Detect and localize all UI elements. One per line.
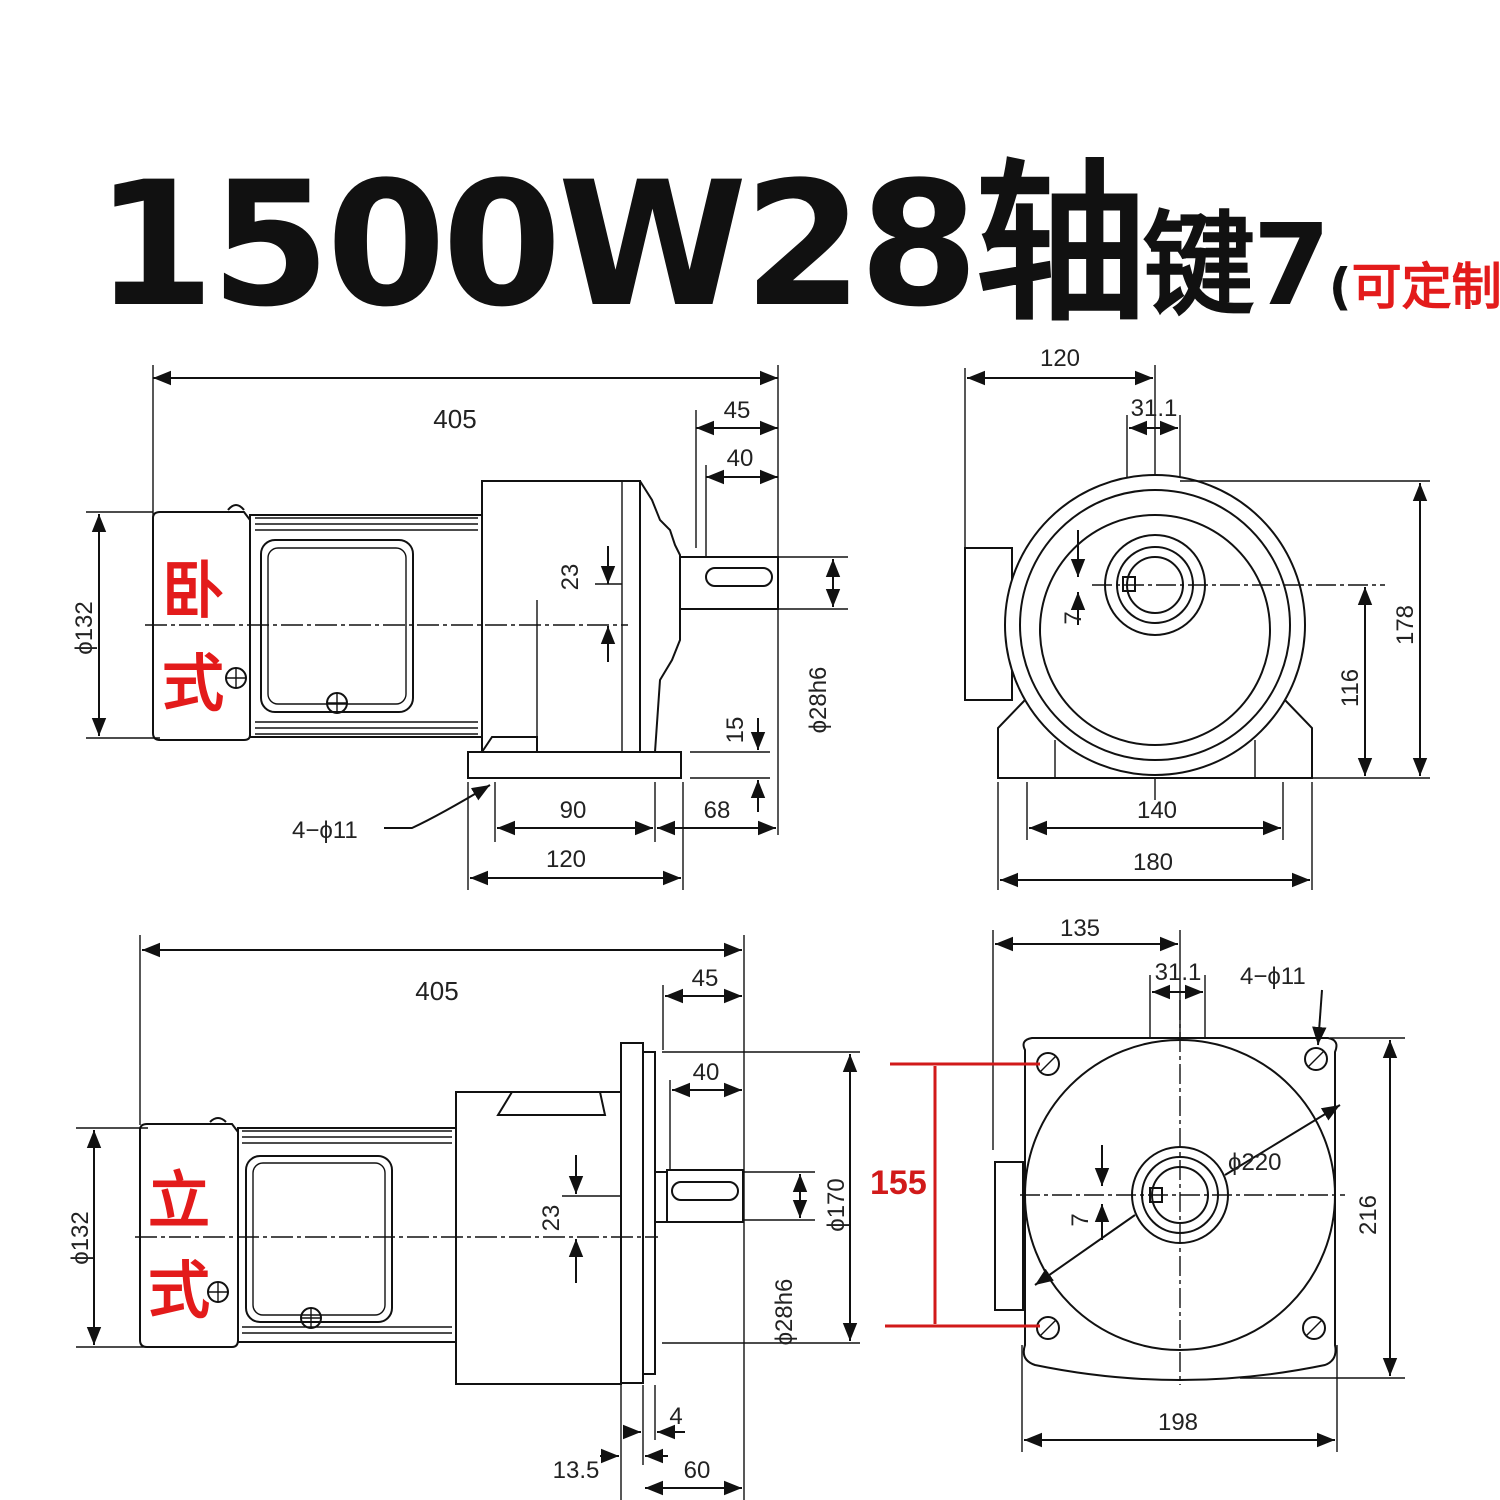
mount-hole-bl	[1036, 1316, 1060, 1340]
gearbox-base	[467, 751, 682, 779]
dim-v-shaft-offset: 23	[538, 1205, 565, 1232]
dim-front-key-height: 31.1	[1131, 395, 1178, 422]
dim-hole-pitch: 140	[1137, 797, 1177, 824]
dim-mount-holes: 4−ϕ11	[292, 817, 358, 844]
gearbox-housing	[481, 480, 641, 753]
dim-base-length: 120	[546, 846, 586, 873]
dim-motor-diameter: ϕ132	[71, 601, 98, 654]
vertical-side-view: 405 45 40 ϕ132	[67, 935, 860, 1500]
dim-v-front-key-height: 31.1	[1155, 959, 1202, 986]
dim-v-shaft-diameter: ϕ28h6	[771, 1279, 798, 1346]
dim-key-length: 40	[727, 445, 754, 472]
label-horizontal-2: 式	[162, 647, 224, 720]
product-title: 1500W28轴键7(可定制)	[95, 150, 1500, 340]
dim-shaft-protrusion: 60	[684, 1457, 711, 1484]
title-open-paren: (	[1328, 258, 1352, 316]
output-shaft	[679, 556, 779, 610]
dim-v-shaft-length: 45	[692, 965, 719, 992]
dim-v-overall-length: 405	[415, 976, 458, 1006]
v-output-shaft	[666, 1169, 744, 1223]
dim-v-motor-diameter: ϕ132	[67, 1211, 94, 1264]
front-motor-housing	[1004, 474, 1306, 776]
title-customizable: 可定制	[1351, 258, 1500, 316]
dim-hole-spacing: 90	[560, 797, 587, 824]
horizontal-side-view: 405 45 40	[71, 365, 848, 890]
dim-flange-diameter: ϕ170	[823, 1178, 850, 1231]
dim-shaft-offset: 23	[557, 564, 584, 591]
dim-flange-step: 4	[669, 1403, 682, 1430]
vertical-front-view: 135 31.1 4−ϕ11 ϕ220 7	[870, 915, 1405, 1452]
mount-hole-br	[1302, 1316, 1326, 1340]
dim-flange-height: 216	[1355, 1195, 1382, 1235]
v-flange	[620, 1042, 644, 1384]
dim-overall-length: 405	[433, 404, 476, 434]
dim-front-key-width: 7	[1060, 611, 1087, 624]
dim-shaft-length: 45	[724, 397, 751, 424]
label-horizontal-1: 卧	[162, 554, 224, 627]
dim-v-front-width: 135	[1060, 915, 1100, 942]
dim-flange-thickness: 13.5	[553, 1457, 600, 1484]
dim-flange-width: 198	[1158, 1409, 1198, 1436]
dim-shaft-offset-base: 68	[704, 797, 731, 824]
label-vertical-1: 立	[148, 1164, 210, 1237]
dim-shaft-diameter: ϕ28h6	[805, 667, 832, 734]
title-key: 键7	[1142, 201, 1331, 331]
shaft-keyway	[705, 567, 773, 587]
dim-v-key-width: 7	[1067, 1213, 1094, 1226]
dim-v-mount-holes: 4−ϕ11	[1240, 963, 1306, 990]
label-vertical-2: 式	[148, 1254, 210, 1327]
dim-front-overall-height: 178	[1392, 605, 1419, 645]
v-motor-body	[237, 1127, 457, 1343]
dim-shaft-center-height: 116	[1337, 669, 1364, 707]
horizontal-front-view: 120 31.1 7 116 178 140	[964, 345, 1430, 890]
mount-hole-tr	[1304, 1047, 1328, 1071]
dim-base-thickness: 15	[722, 717, 749, 744]
dim-spigot-red: 155	[870, 1164, 927, 1202]
dim-base-width: 180	[1133, 849, 1173, 876]
dim-pcd: ϕ220	[1228, 1149, 1281, 1176]
dim-v-key-length: 40	[693, 1059, 720, 1086]
dim-front-width-to-shaft: 120	[1040, 345, 1080, 372]
title-main: 1500W28轴	[95, 144, 1147, 345]
motor-body	[249, 514, 483, 738]
